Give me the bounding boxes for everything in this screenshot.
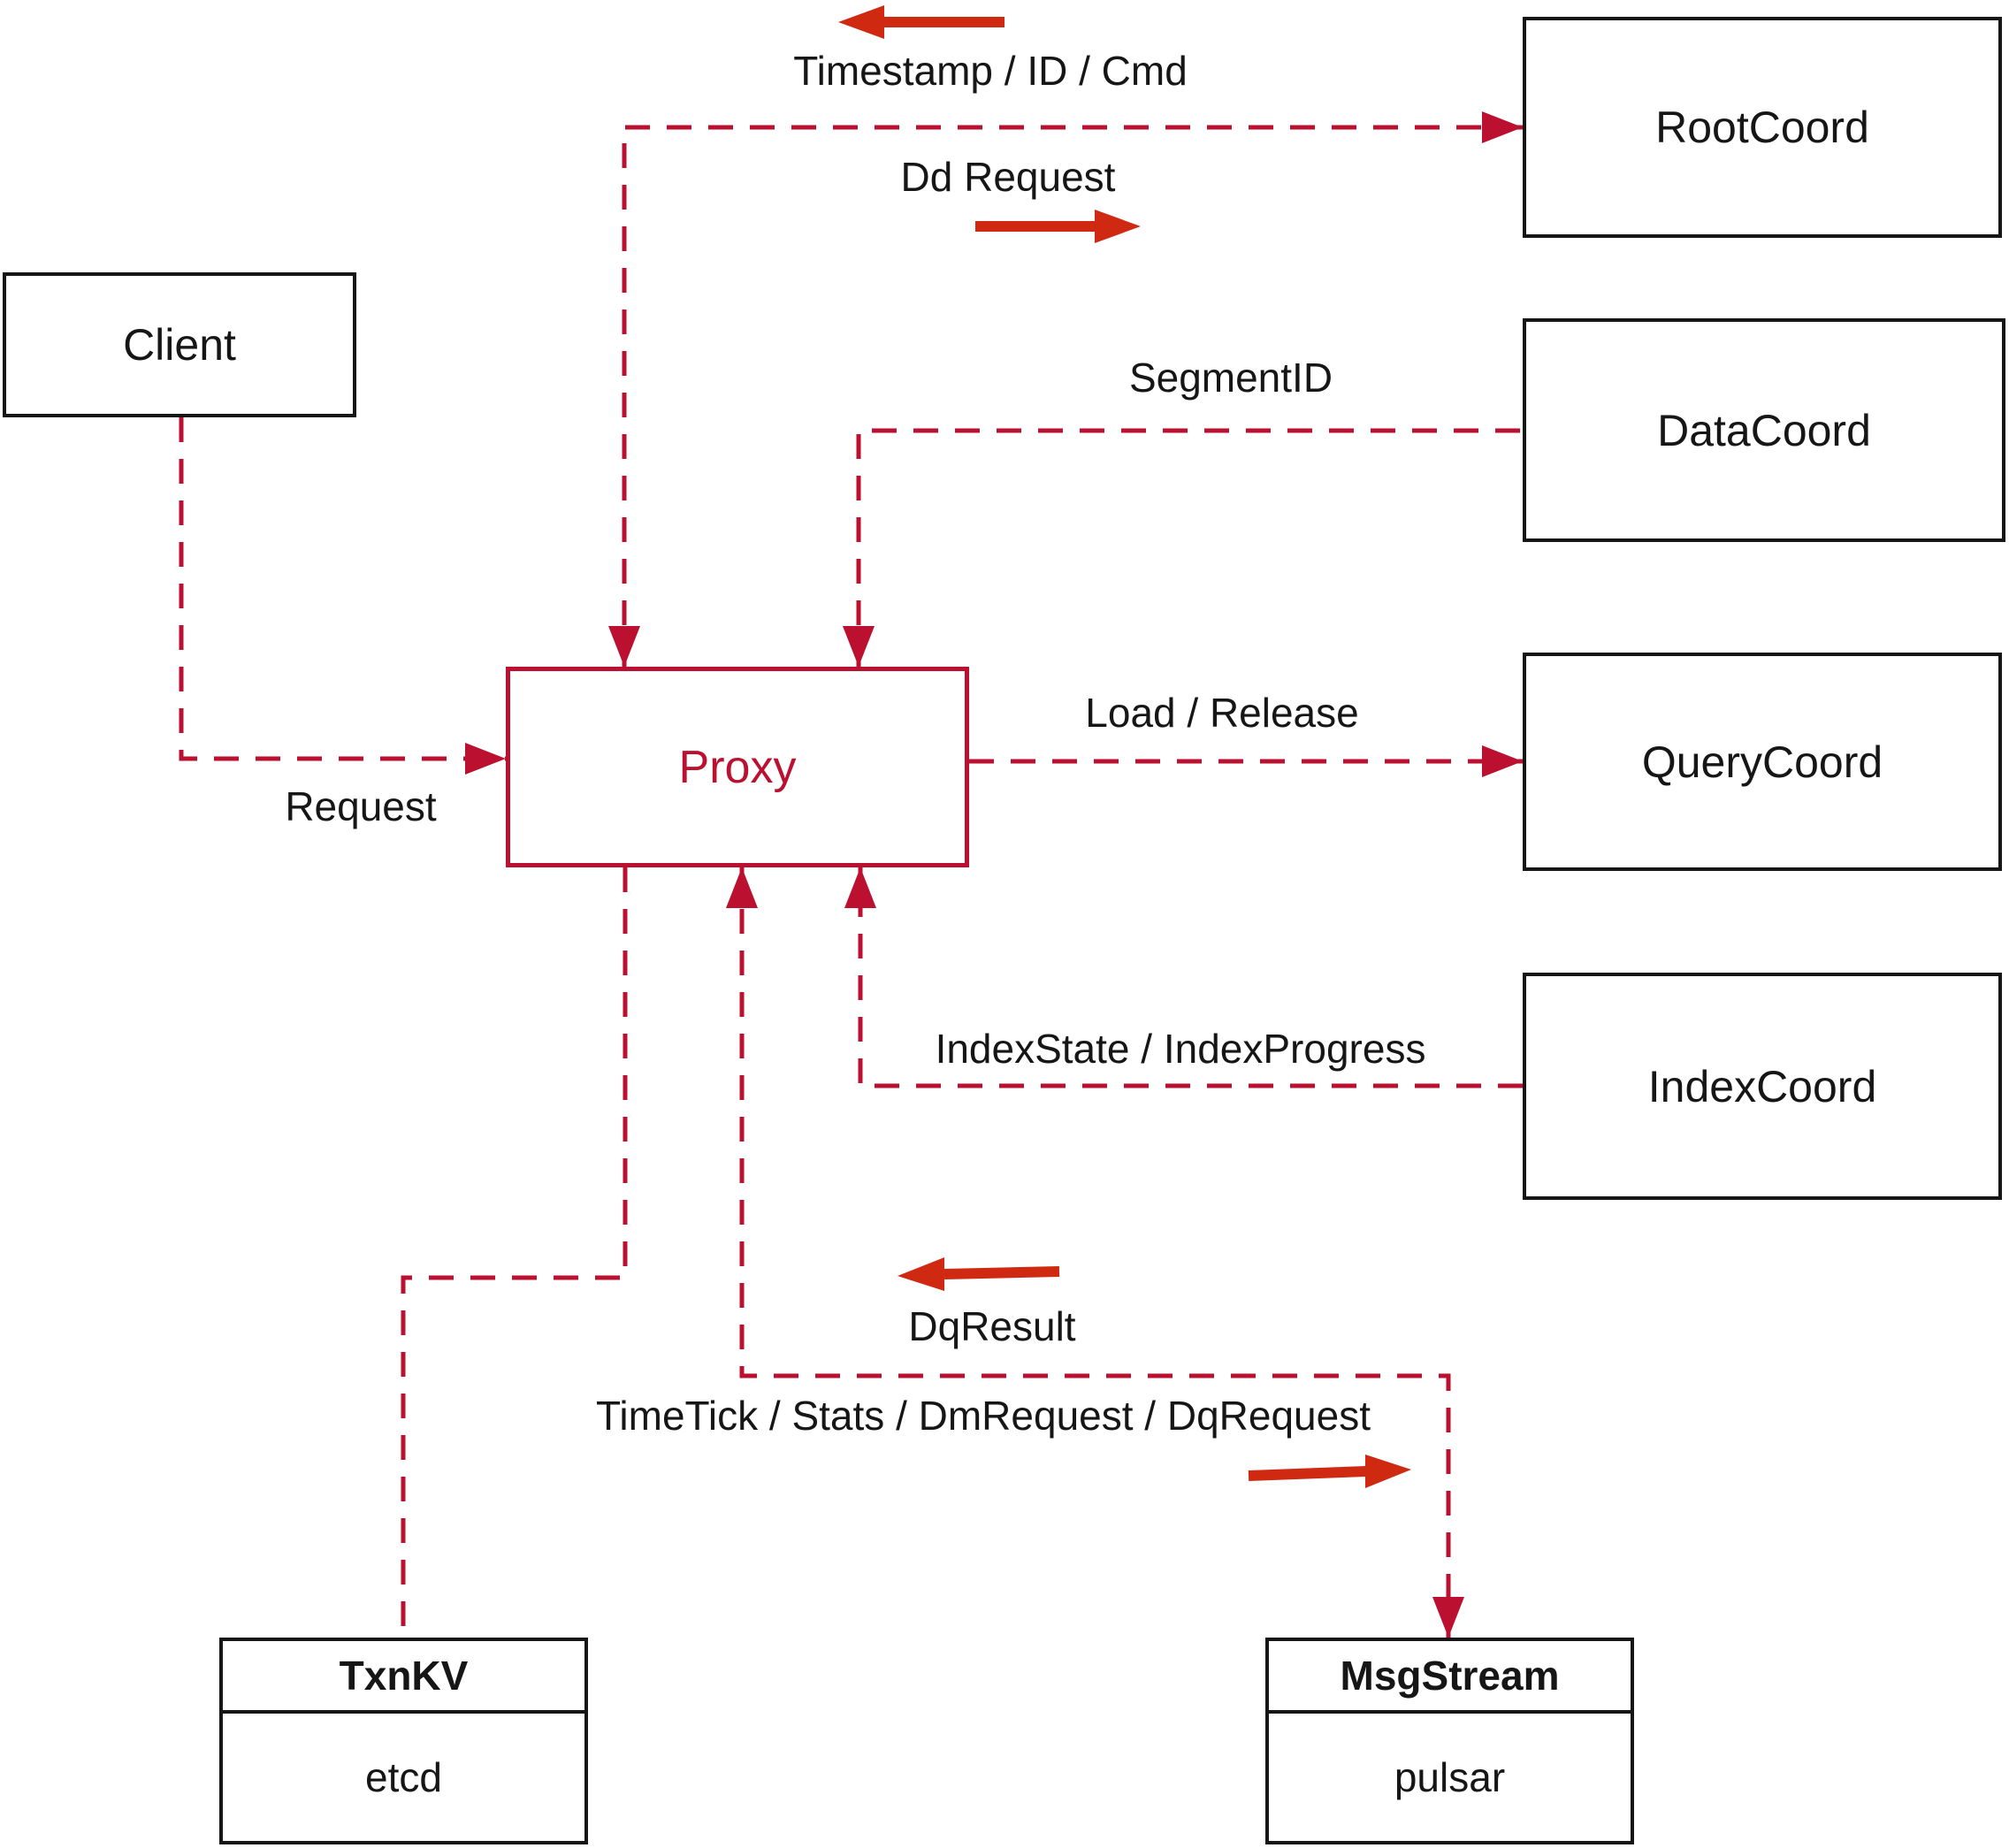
edge-proxy-indexcoord (844, 867, 1523, 1088)
indexcoord-label: IndexCoord (1647, 1061, 1877, 1111)
arrowhead-into-querycoord (1482, 745, 1523, 777)
direction-arrow-timetick-right (1248, 1455, 1411, 1488)
txnkv-impl: etcd (365, 1754, 442, 1800)
arrowhead-into-rootcoord (1482, 111, 1523, 143)
edge-proxy-querycoord (969, 745, 1523, 777)
msgstream-title: MsgStream (1269, 1641, 1631, 1714)
datacoord-node: DataCoord (1523, 318, 2005, 542)
edge-label-indexstate-indexprogress: IndexState / IndexProgress (935, 1026, 1426, 1072)
arrowhead-into-proxy-left (465, 743, 506, 775)
edge-label-segmentid: SegmentID (1128, 355, 1333, 401)
datacoord-label: DataCoord (1657, 405, 1871, 455)
client-label: Client (123, 320, 236, 370)
arrowhead-into-proxy-top-right (843, 626, 875, 667)
edge-label-dd-request: Dd Request (900, 154, 1116, 200)
edge-label-request: Request (285, 783, 437, 829)
edge-client-to-proxy (179, 417, 506, 775)
arrowhead-into-proxy-top-left (608, 626, 640, 667)
indexcoord-node: IndexCoord (1523, 973, 2002, 1200)
querycoord-node: QueryCoord (1523, 653, 2002, 871)
edge-label-timestamp-id-cmd: Timestamp / ID / Cmd (793, 48, 1188, 94)
rootcoord-label: RootCoord (1655, 103, 1869, 152)
direction-arrow-timestamp-left (838, 5, 1004, 39)
edge-label-dqresult: DqResult (908, 1303, 1076, 1349)
msgstream-node: MsgStream pulsar (1265, 1638, 1634, 1844)
txnkv-title: TxnKV (223, 1641, 584, 1714)
proxy-label: Proxy (678, 741, 797, 793)
proxy-node: Proxy (506, 667, 969, 867)
direction-arrow-dqresult-left (898, 1257, 1060, 1291)
edge-label-load-release: Load / Release (1085, 690, 1359, 736)
txnkv-node: TxnKV etcd (219, 1638, 588, 1844)
edge-proxy-txnkv (401, 867, 628, 1638)
client-node: Client (3, 272, 356, 417)
rootcoord-node: RootCoord (1523, 17, 2002, 238)
msgstream-impl: pulsar (1394, 1754, 1506, 1800)
direction-arrow-dd-request-right (975, 210, 1141, 243)
arrowhead-into-proxy-bottom-right (844, 867, 876, 908)
edge-proxy-datacoord (843, 428, 1523, 667)
arrowhead-into-proxy-bottom-left (726, 867, 758, 908)
edge-proxy-rootcoord (608, 111, 1523, 667)
edge-label-timetick-stats: TimeTick / Stats / DmRequest / DqRequest (596, 1393, 1371, 1439)
arrowhead-into-msgstream (1432, 1597, 1464, 1638)
querycoord-label: QueryCoord (1641, 737, 1883, 787)
edge-proxy-msgstream (726, 867, 1464, 1638)
